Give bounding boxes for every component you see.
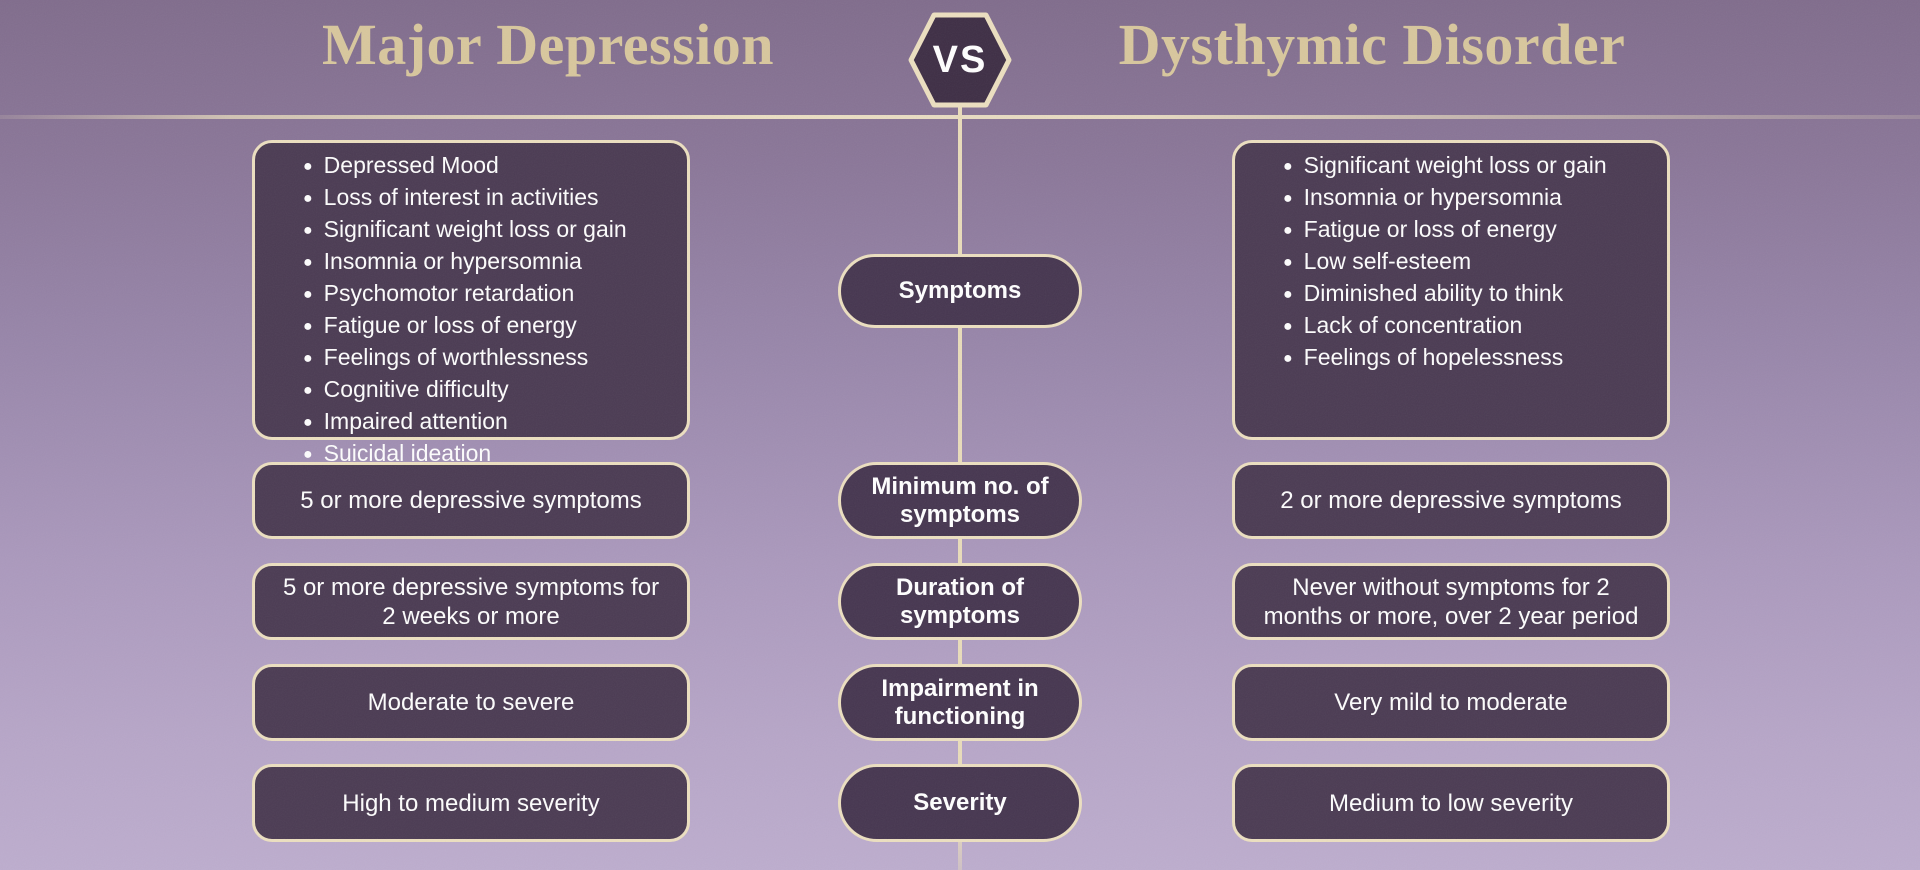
symptom-item: Fatigue or loss of energy [303,311,627,343]
major-duration-box: 5 or more depressive symptoms for 2 week… [252,563,690,640]
symptom-item: Fatigue or loss of energy [1283,215,1607,247]
symptom-item: Low self-esteem [1283,247,1607,279]
symptom-item: Insomnia or hypersomnia [303,247,627,279]
category-pill-impairment: Impairment in functioning [838,664,1082,741]
major-impairment-box: Moderate to severe [252,664,690,741]
symptom-item: Depressed Mood [303,151,627,183]
major-minimum-symptoms-box: 5 or more depressive symptoms [252,462,690,539]
dysthymic-impairment-box: Very mild to moderate [1232,664,1670,741]
major-severity-box: High to medium severity [252,764,690,842]
symptom-item: Psychomotor retardation [303,279,627,311]
category-pill-minimum-symptoms: Minimum no. of symptoms [838,462,1082,539]
major-symptoms-box: Depressed Mood Loss of interest in activ… [252,140,690,466]
symptom-item: Impaired attention [303,407,627,439]
vs-badge: VS [932,38,988,81]
symptom-item: Loss of interest in activities [303,183,627,215]
left-title: Major Depression [321,12,775,77]
major-symptoms-list: Depressed Mood Loss of interest in activ… [303,151,627,471]
dysthymic-symptoms-list: Significant weight loss or gain Insomnia… [1283,151,1607,375]
symptom-item: Insomnia or hypersomnia [1283,183,1607,215]
symptom-item: Feelings of worthlessness [303,343,627,375]
symptom-item: Significant weight loss or gain [303,215,627,247]
category-pill-severity: Severity [838,764,1082,842]
category-pill-symptoms: Symptoms [838,254,1082,328]
symptom-item: Feelings of hopelessness [1283,343,1607,375]
symptom-item: Diminished ability to think [1283,279,1607,311]
right-title: Dysthymic Disorder [1118,12,1626,77]
dysthymic-duration-box: Never without symptoms for 2 months or m… [1232,563,1670,640]
dysthymic-symptoms-box: Significant weight loss or gain Insomnia… [1232,140,1670,440]
symptom-item: Significant weight loss or gain [1283,151,1607,183]
symptom-item: Lack of concentration [1283,311,1607,343]
symptom-item: Cognitive difficulty [303,375,627,407]
dysthymic-severity-box: Medium to low severity [1232,764,1670,842]
category-pill-duration: Duration of symptoms [838,563,1082,640]
dysthymic-minimum-symptoms-box: 2 or more depressive symptoms [1232,462,1670,539]
